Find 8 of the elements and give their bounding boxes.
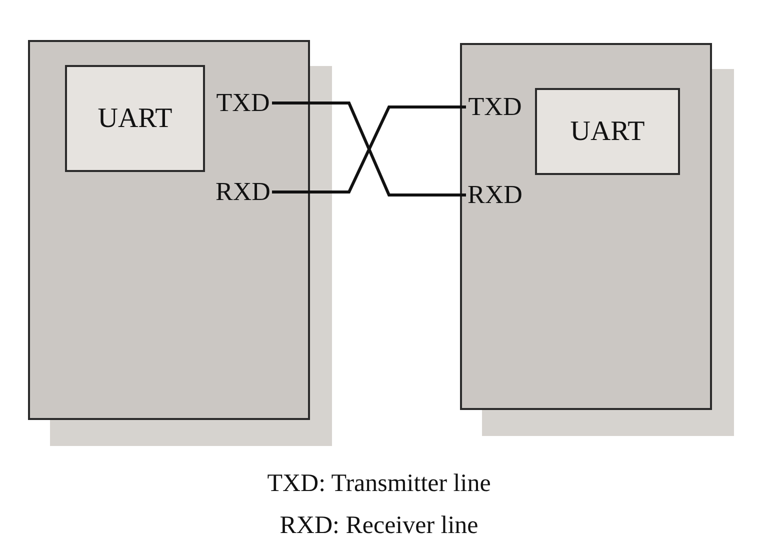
legend-note: TXD: Transmitter line — [266, 470, 492, 498]
pin-label: RXD — [214, 177, 272, 207]
uart-block: UART — [65, 65, 205, 172]
pin-label: TXD — [466, 92, 524, 122]
legend-note: RXD: Receiver line — [278, 512, 480, 540]
pin-label: TXD — [214, 88, 272, 118]
uart-block: UART — [535, 88, 680, 175]
pin-label: RXD — [466, 180, 524, 210]
